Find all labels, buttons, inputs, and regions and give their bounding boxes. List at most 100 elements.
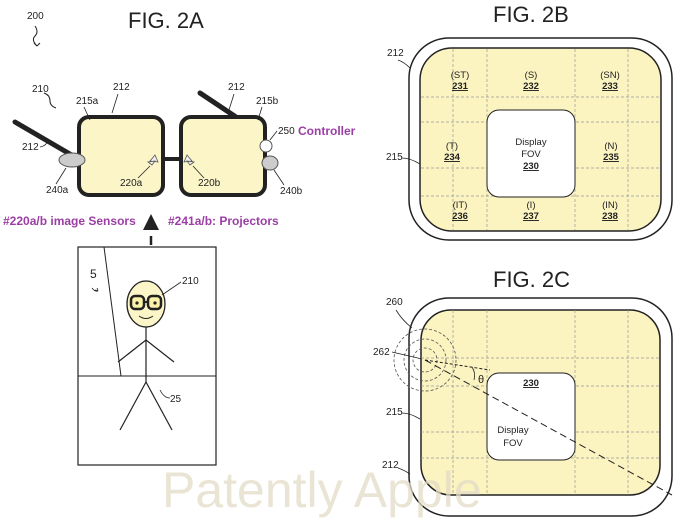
- ref-240b-leader: [273, 169, 285, 186]
- fig-2c-ref-215-leader: [401, 412, 421, 420]
- ref-5-arrowhead: [94, 287, 99, 292]
- ref-220a: 220a: [120, 178, 143, 189]
- ref-212-temple-leader: [39, 140, 49, 148]
- fig-2b-ref-212: 212: [387, 48, 404, 59]
- fig-2c-display-ref: 230: [523, 378, 539, 389]
- fig-2c-ref-262: 262: [373, 347, 390, 358]
- region-ref: 236: [452, 211, 468, 222]
- fig-2b-title: FIG. 2B: [493, 2, 569, 27]
- fig-2b-ref-215: 215: [386, 152, 403, 163]
- region-ref: 238: [602, 211, 618, 222]
- ref-215a-leader: [83, 106, 91, 121]
- fig-2c-ref-260-leader: [395, 309, 413, 329]
- fig-2a: FIG. 2A 200 210 212 215a 212 215b 212: [3, 8, 356, 466]
- right-temple-arm: [197, 90, 239, 120]
- gaze-arrowhead: [143, 214, 159, 230]
- fig-2b-display-ref: 230: [523, 161, 539, 172]
- person-arm-left: [117, 339, 147, 363]
- watermark: Patently Apple: [162, 462, 482, 518]
- ref-240a: 240a: [46, 185, 69, 196]
- fig-2c-display-line2: FOV: [503, 438, 523, 449]
- fig-2b: FIG. 2B Display FOV 230 (ST)231 (S)232 (SN…: [386, 2, 673, 241]
- region-label: (T): [446, 141, 458, 152]
- region-ref: 237: [523, 211, 539, 222]
- fig-2c-fov-edge-line: [424, 359, 491, 371]
- ref-220b-leader: [192, 165, 205, 179]
- ref-212-right-lens: 212: [228, 82, 245, 93]
- fig-2b-ref-212-leader: [397, 59, 411, 69]
- ref-210-person: 210: [182, 276, 199, 287]
- projector-240b: [261, 155, 279, 171]
- ref-210-person-leader: [161, 281, 182, 296]
- fig-2c-theta-arc: [471, 366, 476, 381]
- ref-25: 25: [170, 394, 182, 405]
- ref-200-arrowhead: [33, 42, 41, 47]
- fig-2c-display-line1: Display: [497, 425, 528, 436]
- left-temple-arm: [12, 119, 78, 160]
- fig-2b-display-line1: Display: [515, 137, 546, 148]
- ref-240b: 240b: [280, 186, 303, 197]
- ref-25-leader: [159, 389, 171, 399]
- region-label: (SN): [600, 70, 620, 81]
- ref-212-right-leader: [227, 93, 235, 114]
- person-leg-right: [145, 381, 173, 431]
- fig-2b-regions: (ST)231 (S)232 (SN)233 (T)234 (N)235 (IT)236 (…: [444, 70, 620, 222]
- ref-5: 5: [90, 267, 97, 281]
- region-ref: 231: [452, 81, 469, 92]
- ref-220a-leader: [137, 165, 151, 179]
- ref-250: 250: [278, 126, 295, 137]
- fig-2b-ref-215-leader: [401, 157, 421, 165]
- region-ref: 234: [444, 152, 461, 163]
- ref-250-leader: [269, 130, 278, 141]
- ref-212-temple: 212: [22, 142, 39, 153]
- region-label: (ST): [451, 70, 469, 81]
- person-leg-left: [119, 381, 147, 431]
- fig-2c-title: FIG. 2C: [493, 267, 570, 292]
- fig-2c-ref-212: 212: [382, 460, 399, 471]
- person-eye-right: [153, 301, 157, 305]
- fig-2c-ref-260: 260: [386, 297, 403, 308]
- fig-2c-display-fov: [486, 372, 576, 461]
- fig-2c-ref-215: 215: [386, 407, 403, 418]
- ref-215b: 215b: [256, 96, 279, 107]
- person-eye-left: [135, 301, 139, 305]
- ref-200: 200: [27, 11, 44, 22]
- region-label: (IN): [602, 200, 618, 211]
- image-sensor-220a: [146, 154, 159, 166]
- region-ref: 233: [602, 81, 618, 92]
- ref-212-left-leader: [111, 93, 119, 114]
- fig-2c-theta: θ: [478, 374, 484, 386]
- fig-2c-ref-262-leader: [391, 351, 423, 360]
- ref-220b: 220b: [198, 178, 221, 189]
- right-lens-215b: [179, 115, 267, 197]
- controller-250: [259, 139, 273, 153]
- region-label: (N): [604, 141, 617, 152]
- projector-240a: [58, 152, 86, 168]
- image-sensor-220b: [183, 154, 196, 166]
- region-ref: 235: [603, 152, 620, 163]
- ref-210: 210: [32, 84, 49, 95]
- region-label: (S): [525, 70, 538, 81]
- fig-2a-title: FIG. 2A: [128, 8, 204, 33]
- image-sensors-label: #220a/b image Sensors: [3, 214, 136, 228]
- ref-210-leader: [43, 92, 57, 109]
- projectors-label: #241a/b: Projectors: [168, 214, 279, 228]
- region-ref: 232: [523, 81, 539, 92]
- fig-2c: FIG. 2C 230 Display FOV: [373, 267, 673, 517]
- ref-212-left-lens: 212: [113, 82, 130, 93]
- ref-215a: 215a: [76, 96, 99, 107]
- ref-200-leader: [32, 25, 38, 47]
- fig-2b-display-line2: FOV: [521, 149, 541, 160]
- ref-215b-leader: [257, 106, 263, 121]
- fig-2b-display-fov: [486, 109, 576, 198]
- person-mouth: [138, 315, 154, 319]
- fig-2c-light-source-rings-260: [393, 328, 457, 392]
- ref-240a-leader: [55, 167, 67, 185]
- region-label: (I): [527, 200, 536, 211]
- region-label: (IT): [453, 200, 468, 211]
- controller-label: Controller: [298, 124, 356, 138]
- person-arm-right: [145, 339, 175, 363]
- fig-2c-ref-212-leader: [397, 467, 411, 475]
- scene-wall-edge: [103, 246, 122, 377]
